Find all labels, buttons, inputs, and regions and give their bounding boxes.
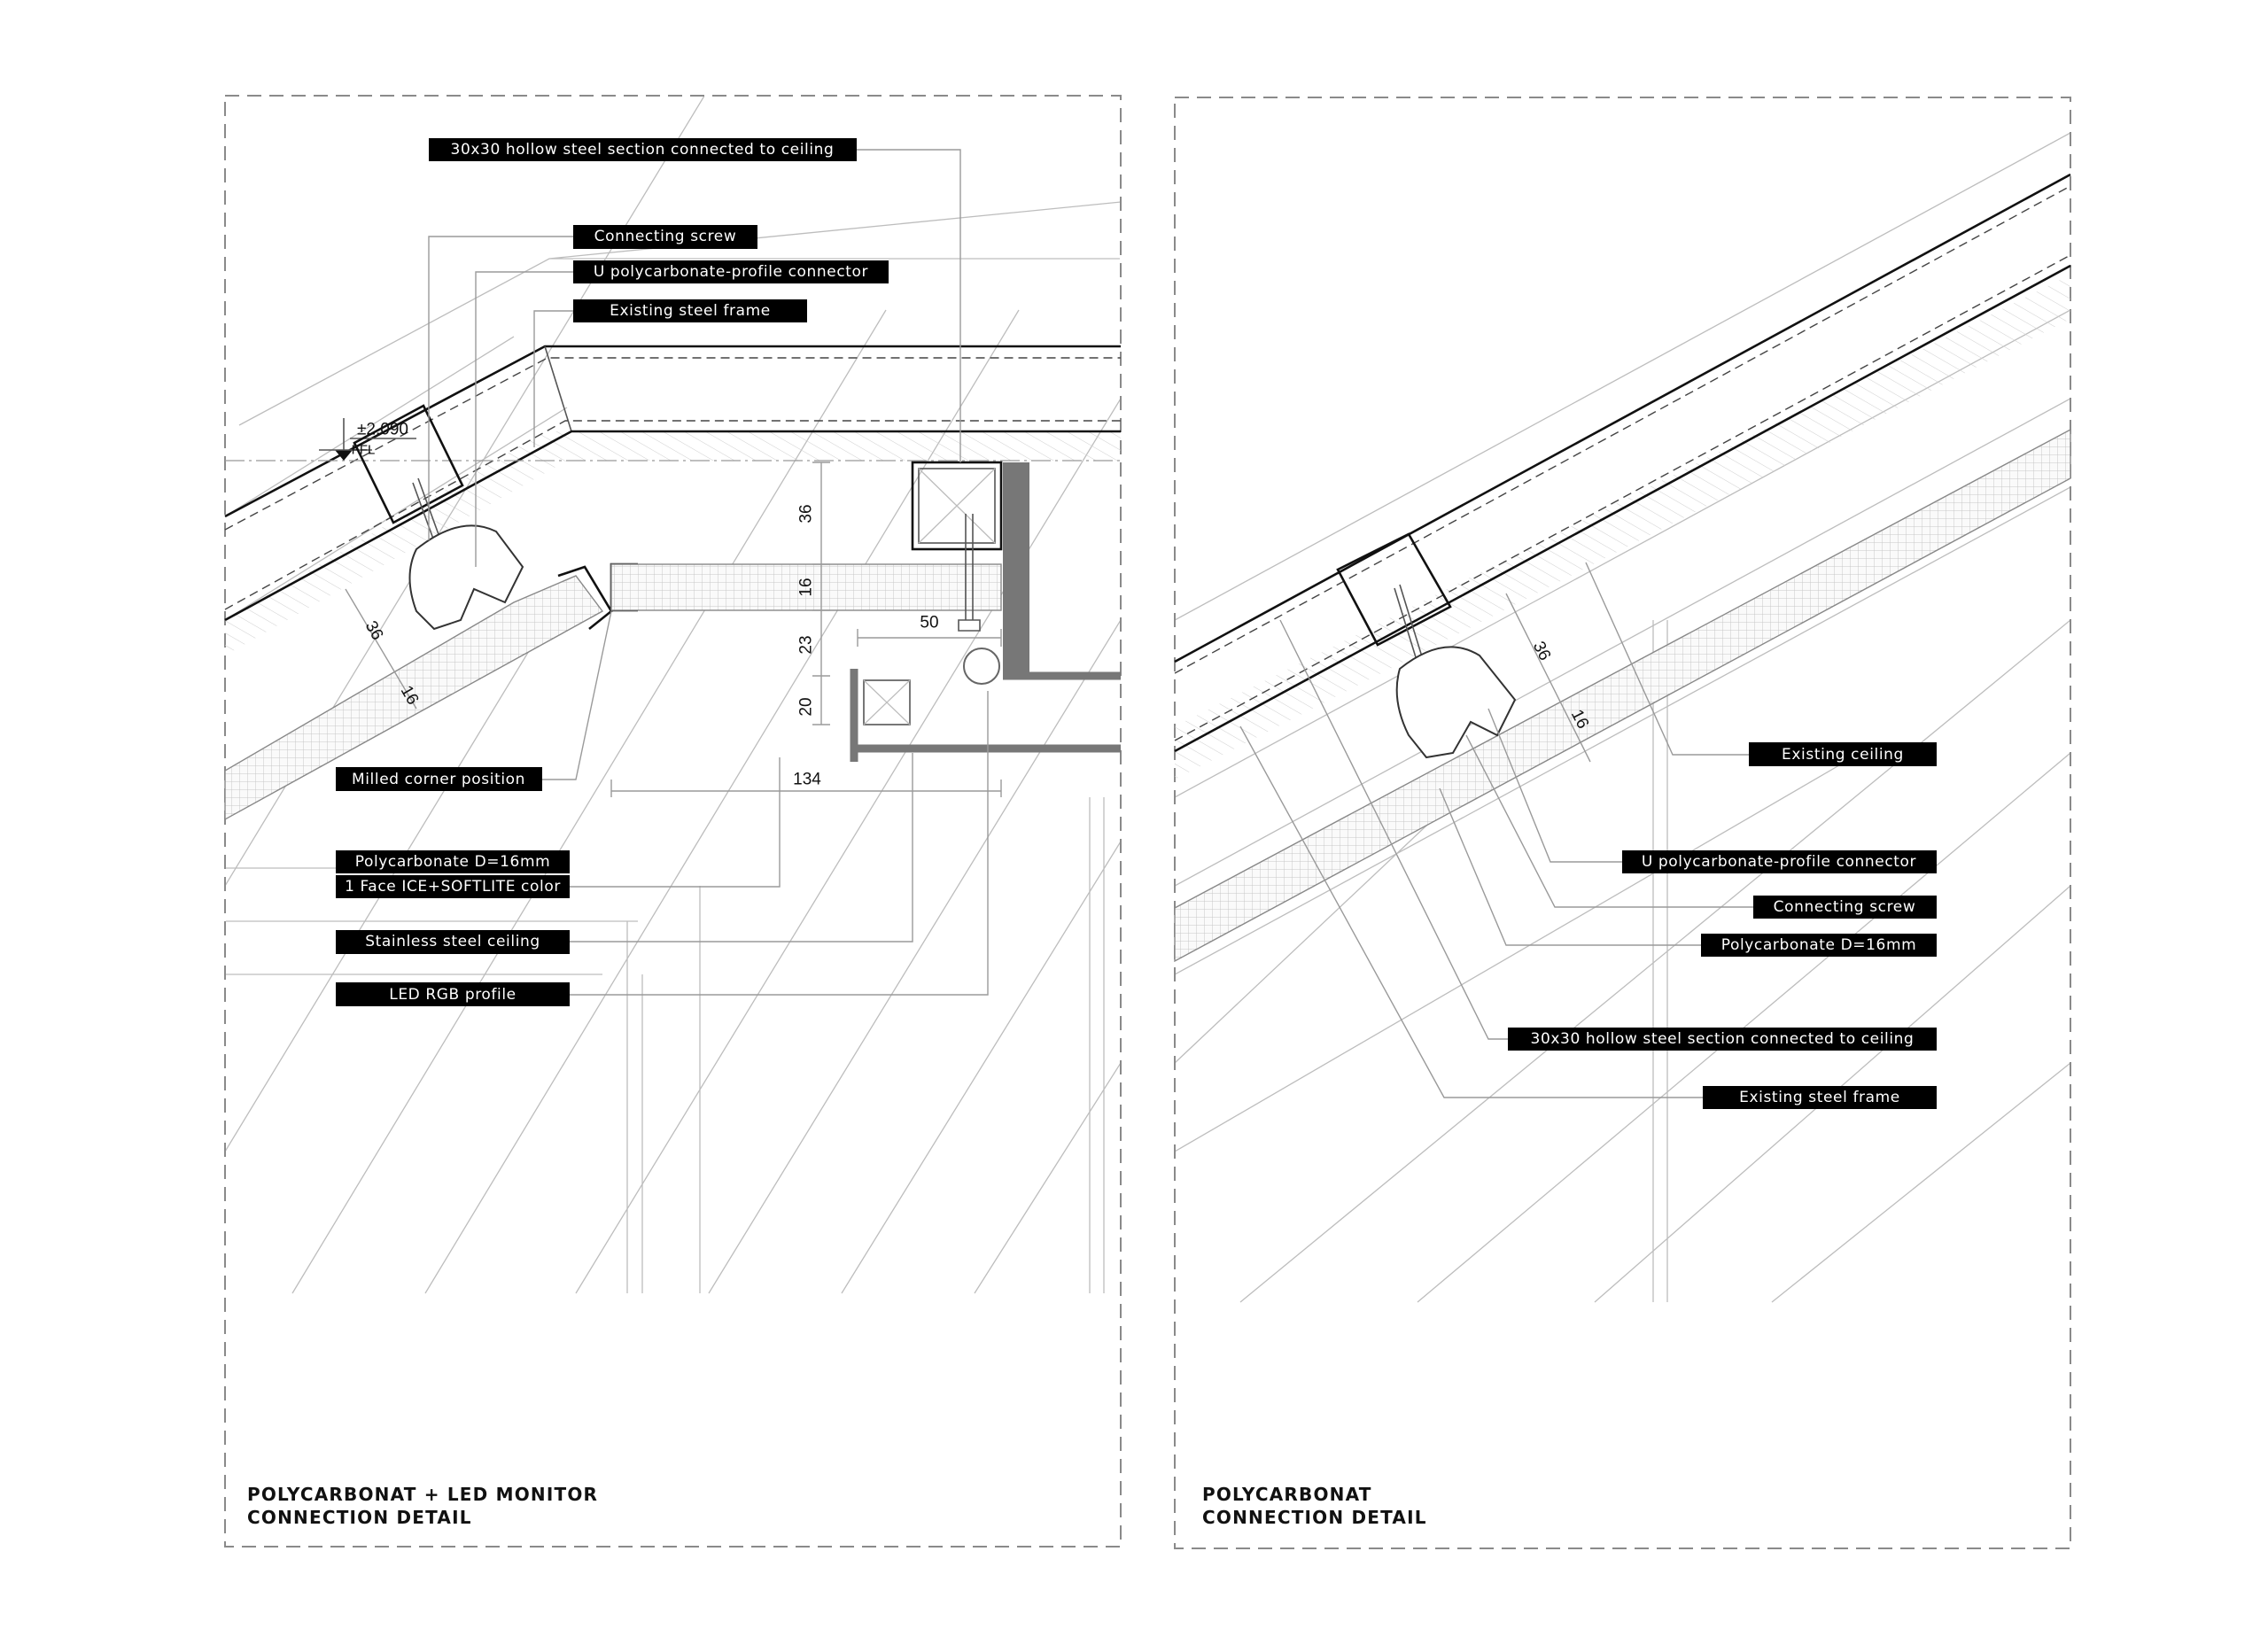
left-slab-hatch [225, 431, 1121, 655]
right-title-line1: POLYCARBONAT [1202, 1484, 1372, 1505]
label-text: Stainless steel ceiling [365, 933, 540, 950]
right-label-hollow-section: 30x30 hollow steel section connected to … [1508, 1028, 1937, 1051]
right-slab-dashed-lines [1174, 185, 2071, 741]
right-frame-border [1174, 97, 2071, 1549]
left-label-stainless-ceiling: Stainless steel ceiling [336, 930, 570, 954]
label-text: Connecting screw [594, 228, 737, 245]
left-frame-border [224, 95, 1122, 1548]
left-label-u-connector: U polycarbonate-profile connector [573, 260, 889, 283]
label-text: Milled corner position [352, 771, 525, 788]
label-text: Polycarbonate D=16mm [355, 853, 551, 871]
right-u-connector [1395, 646, 1517, 759]
label-text: Polycarbonate D=16mm [1721, 936, 1917, 954]
right-slab-bottom-line [1174, 264, 2071, 753]
left-hollow-section-inner [918, 468, 996, 544]
right-slab-top-line [1174, 173, 2071, 663]
label-text: Existing steel frame [610, 302, 771, 320]
right-detail: 36 16 Existing ceiling U polycarbonate-p… [1174, 97, 2071, 1549]
right-label-steel-frame: Existing steel frame [1703, 1086, 1937, 1109]
left-hollow-section-box [911, 461, 1003, 551]
right-slab-hatch [1175, 275, 2070, 780]
label-text: U polycarbonate-profile connector [1642, 853, 1916, 871]
level-ffl: FFL [352, 443, 376, 458]
label-text: 30x30 hollow steel section connected to … [451, 141, 835, 159]
label-text: LED RGB profile [389, 986, 516, 1004]
left-u-connector [408, 524, 524, 631]
right-hollow-section-box [1336, 532, 1452, 647]
left-label-face-color: 1 Face ICE+SOFTLITE color [336, 875, 570, 898]
left-led-profile [863, 679, 911, 725]
left-polycarbonate-sloped [224, 575, 604, 821]
label-text: 1 Face ICE+SOFTLITE color [345, 878, 561, 896]
left-label-milled-corner: Milled corner position [336, 767, 542, 791]
right-polycarbonate [1174, 428, 2071, 963]
left-label-led-profile: LED RGB profile [336, 982, 570, 1006]
label-text: Existing ceiling [1782, 746, 1904, 764]
dim-23: 23 [797, 635, 816, 654]
dim-134: 134 [793, 771, 821, 789]
left-title-line1: POLYCARBONAT + LED MONITOR [247, 1484, 598, 1505]
label-text: Existing steel frame [1739, 1089, 1900, 1106]
dim-16-vertical: 16 [797, 578, 816, 596]
left-label-connecting-screw: Connecting screw [573, 225, 757, 249]
label-text: U polycarbonate-profile connector [594, 263, 868, 281]
right-label-existing-ceiling: Existing ceiling [1749, 742, 1937, 766]
left-polycarbonate-horizontal [610, 563, 1002, 611]
label-text: 30x30 hollow steel section connected to … [1531, 1030, 1915, 1048]
dim-50: 50 [920, 614, 938, 632]
dim-36-vertical: 36 [797, 504, 816, 523]
left-slab-vertical-edge [544, 345, 572, 432]
right-title-line2: CONNECTION DETAIL [1202, 1507, 1427, 1528]
left-screw-vertical [958, 514, 981, 632]
left-background-hatching [226, 97, 1120, 1294]
left-label-steel-frame: Existing steel frame [573, 299, 807, 322]
left-hollow-section-sloped [353, 404, 464, 524]
right-leader-lines [1239, 562, 1753, 1098]
left-label-hollow-section: 30x30 hollow steel section connected to … [429, 138, 857, 161]
dim-36: 36 [1529, 639, 1554, 663]
left-title-line2: CONNECTION DETAIL [247, 1507, 472, 1528]
dim-20: 20 [797, 697, 816, 716]
right-label-polycarbonate: Polycarbonate D=16mm [1701, 934, 1937, 957]
left-detail: ±2.090 FFL 36 16 23 20 50 [224, 95, 1122, 1548]
left-slab-bottom-line [224, 430, 1121, 622]
left-slab-dashed-lines [224, 357, 1121, 610]
label-text: Connecting screw [1774, 898, 1916, 916]
left-ceiling-bar [1003, 462, 1029, 676]
right-label-u-connector: U polycarbonate-profile connector [1622, 850, 1937, 873]
left-label-polycarbonate: Polycarbonate D=16mm [336, 850, 570, 873]
left-led-light [963, 648, 1000, 685]
right-label-connecting-screw: Connecting screw [1753, 896, 1937, 919]
left-leader-lines [428, 149, 989, 996]
